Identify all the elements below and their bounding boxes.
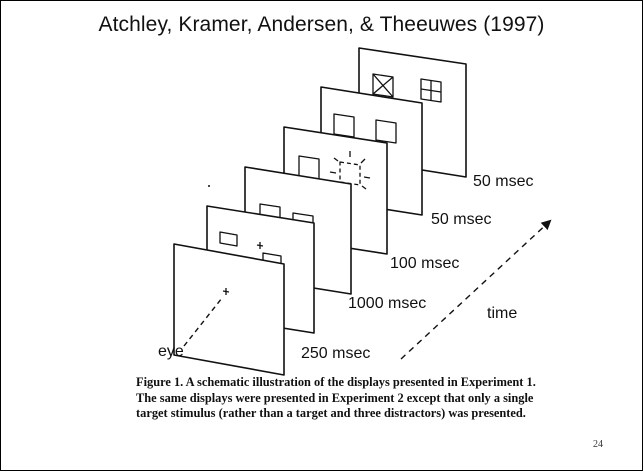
timing-label-3: 100 msec <box>390 255 459 272</box>
time-arrow <box>400 219 552 360</box>
time-label: time <box>487 305 517 322</box>
panel-front <box>173 243 285 376</box>
timing-label-2: 50 msec <box>431 211 491 228</box>
timing-label-1: 50 msec <box>473 173 533 190</box>
timing-label-4: 1000 msec <box>348 295 426 312</box>
page-number: 24 <box>593 439 603 450</box>
slide-title: Atchley, Kramer, Andersen, & Theeuwes (1… <box>98 13 545 36</box>
figure-caption: Figure 1. A schematic illustration of th… <box>136 375 536 420</box>
stray-dot <box>208 185 210 187</box>
eye-label: eye <box>158 343 184 360</box>
eye-line <box>183 297 223 347</box>
timing-label-5: 250 msec <box>301 345 370 362</box>
